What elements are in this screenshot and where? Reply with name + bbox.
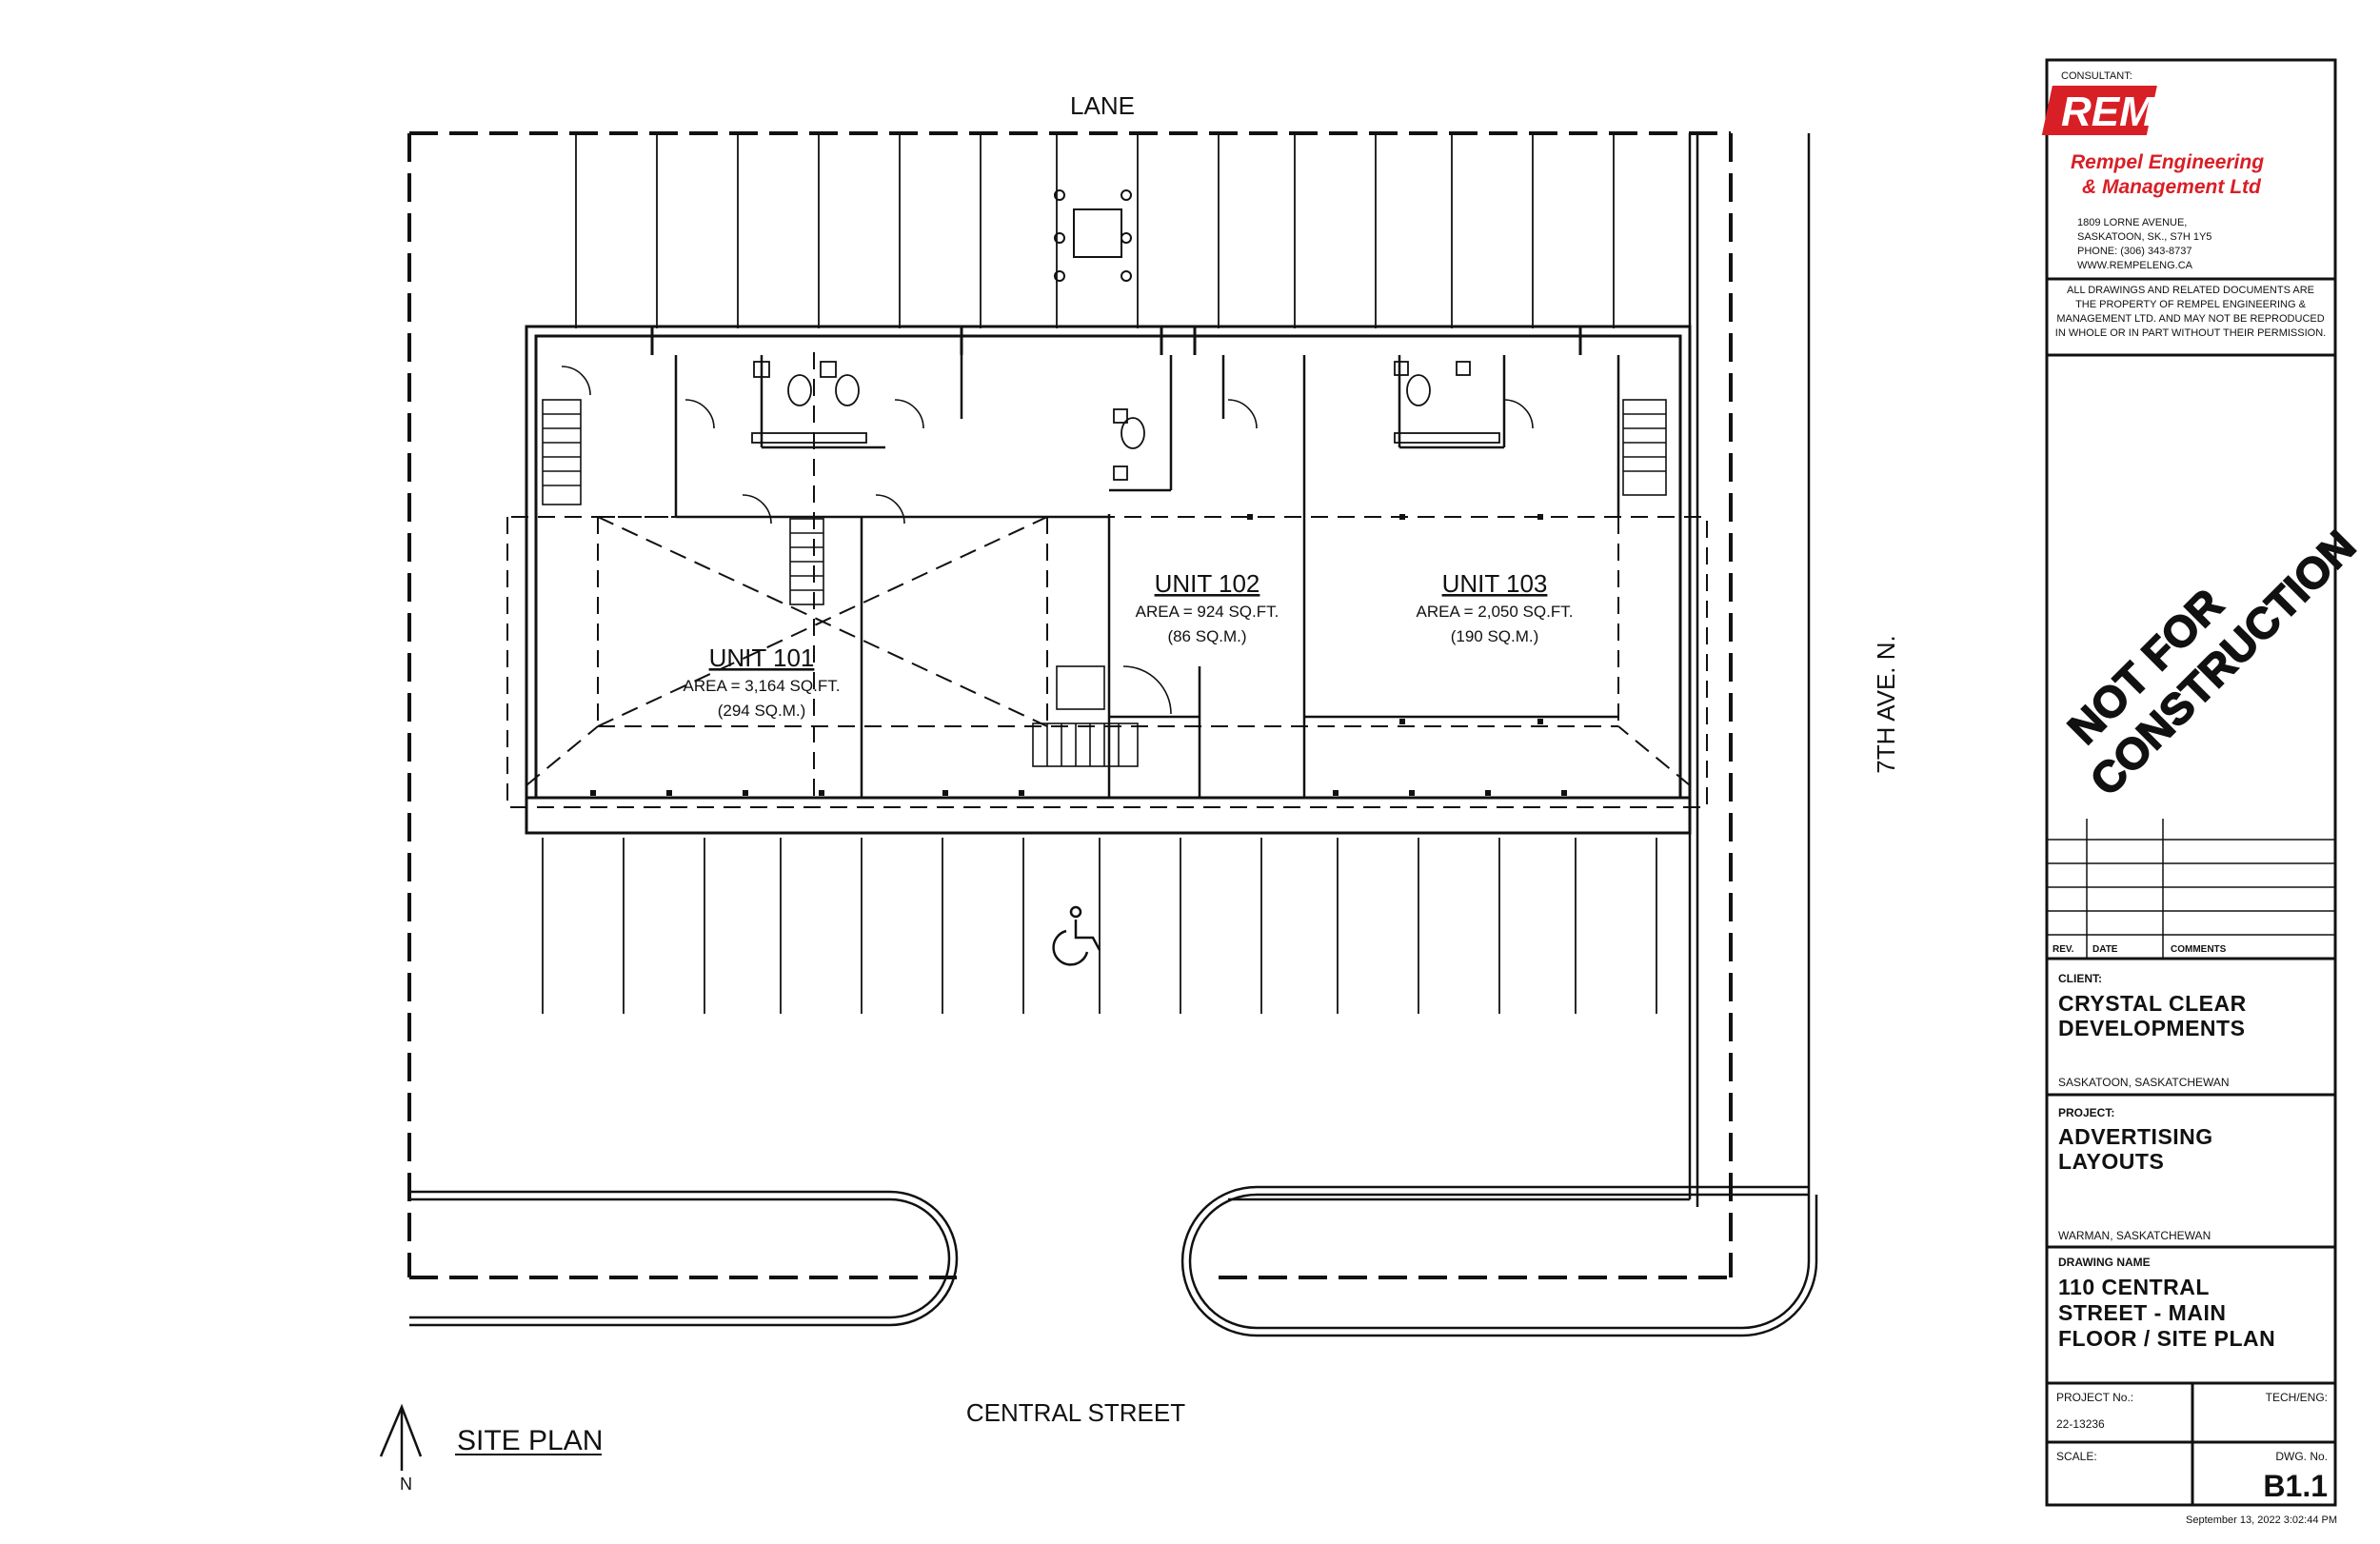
project-no-value: 22-13236 [2056,1417,2105,1431]
door-swings [561,366,1534,715]
unit-area-sqft: AREA = 924 SQ.FT. [1136,603,1279,621]
drawing-line2: STREET - MAIN [2058,1300,2226,1325]
client-label: CLIENT: [2058,972,2102,985]
central-street-curbs [409,133,1818,1337]
property-boundary [407,131,1733,1279]
unit-area-sqm: (190 SQ.M.) [1451,627,1539,645]
revision-rev-header: REV. [2053,944,2074,955]
consultant-address-1: 1809 LORNE AVENUE, [2077,217,2187,228]
project-line2: LAYOUTS [2058,1149,2164,1174]
unit-101-label: UNIT 101 AREA = 3,164 SQ.FT. (294 SQ.M.) [684,643,841,720]
north-parking-stalls [575,133,1691,328]
plot-timestamp: September 13, 2022 3:02:44 PM [2186,1514,2337,1526]
rem-logo: REM [2041,86,2157,135]
disclaimer-2: THE PROPERTY OF REMPEL ENGINEERING & [2075,299,2307,310]
unit-area-sqm: (86 SQ.M.) [1167,627,1246,645]
unit-name: UNIT 102 [1155,569,1260,598]
consultant-address-4: WWW.REMPELENG.CA [2077,260,2193,271]
revision-date-header: DATE [2092,944,2118,955]
washroom-fixtures [751,361,1500,481]
site-plan-title: SITE PLAN [457,1425,603,1456]
unit-area-sqm: (294 SQ.M.) [718,702,806,720]
avenue-label: 7TH AVE. N. [1872,635,1900,773]
rem-logo-text: REM [2061,89,2155,135]
project-line1: ADVERTISING [2058,1124,2213,1149]
unit-name: UNIT 101 [709,643,815,672]
consultant-address-2: SASKATOON, SK., S7H 1Y5 [2077,231,2211,243]
disclaimer-4: IN WHOLE OR IN PART WITHOUT THEIR PERMIS… [2055,327,2326,339]
drawing-line1: 110 CENTRAL [2058,1275,2210,1299]
drawing-line3: FLOOR / SITE PLAN [2058,1326,2275,1351]
project-no-label: PROJECT No.: [2056,1391,2133,1404]
project-label: PROJECT: [2058,1106,2114,1119]
scale-label: SCALE: [2056,1450,2097,1463]
lane-label: LANE [1070,91,1135,120]
not-for-construction-stamp: NOT FOR CONSTRUCTION [2057,520,2366,805]
project-location: WARMAN, SASKATCHEWAN [2058,1229,2211,1242]
client-line2: DEVELOPMENTS [2058,1016,2245,1040]
unit-area-sqft: AREA = 3,164 SQ.FT. [684,677,841,695]
north-label: N [400,1475,412,1494]
revision-table [2047,819,2335,959]
transformer-pad [1054,189,1132,282]
dwg-no-value: B1.1 [2263,1469,2328,1503]
revision-comments-header: COMMENTS [2171,944,2227,955]
tech-eng-label: TECH/ENG: [2266,1391,2328,1404]
client-line1: CRYSTAL CLEAR [2058,991,2247,1016]
stairs [542,399,1667,767]
interior-walls [674,355,1620,798]
dwg-no-label: DWG. No. [2275,1450,2328,1463]
unit-103-label: UNIT 103 AREA = 2,050 SQ.FT. (190 SQ.M.) [1417,569,1574,645]
consultant-label: CONSULTANT: [2061,70,2132,82]
consultant-name-line2: & Management Ltd [2082,176,2262,198]
client-location: SASKATOON, SASKATCHEWAN [2058,1076,2230,1089]
east-curb [1228,133,1699,1207]
central-street-label: CENTRAL STREET [966,1398,1185,1427]
south-parking-stalls [542,838,1657,1014]
consultant-name-line1: Rempel Engineering [2071,151,2264,173]
columns [590,514,1567,796]
north-arrow-icon [379,1403,423,1471]
accessible-parking-icon [1052,905,1101,966]
drawing-label: DRAWING NAME [2058,1256,2151,1269]
consultant-address-3: PHONE: (306) 343-8737 [2077,246,2192,257]
unit-area-sqft: AREA = 2,050 SQ.FT. [1417,603,1574,621]
title-block-frame [2045,58,2337,1507]
unit-102-label: UNIT 102 AREA = 924 SQ.FT. (86 SQ.M.) [1136,569,1279,645]
disclaimer-3: MANAGEMENT LTD. AND MAY NOT BE REPRODUCE… [2056,313,2324,325]
unit-name: UNIT 103 [1442,569,1548,598]
disclaimer-1: ALL DRAWINGS AND RELATED DOCUMENTS ARE [2067,285,2314,296]
